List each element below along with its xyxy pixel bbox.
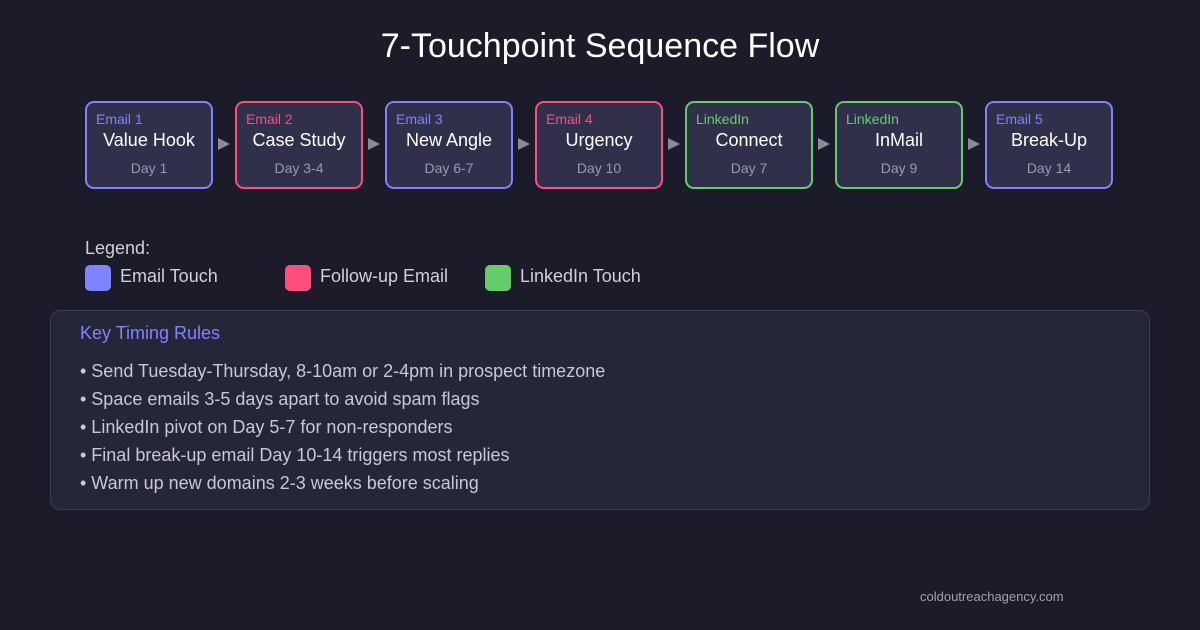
legend-title: Legend: [85,238,151,258]
legend-label: LinkedIn Touch [520,266,641,286]
step-name: Value Hook [103,130,195,150]
step-name: Connect [715,130,783,150]
step-name: Urgency [565,130,633,150]
rule-item: • Send Tuesday-Thursday, 8-10am or 2-4pm… [80,361,606,381]
step-channel-label: Email 4 [546,111,593,127]
step-channel-label: LinkedIn [696,111,749,127]
step-day: Day 14 [1026,160,1072,176]
timing-rules-panel: Key Timing Rules • Send Tuesday-Thursday… [50,310,1150,510]
step-name: New Angle [405,130,493,150]
step-day: Day 7 [730,160,768,176]
rules-list: • Send Tuesday-Thursday, 8-10am or 2-4pm… [80,357,605,497]
arrow-right-icon [518,138,530,150]
step-day: Day 6-7 [424,160,474,176]
arrow-right-icon [668,138,680,150]
step-email-1: Email 1 Value Hook Day 1 [85,101,213,189]
step-channel-label: Email 5 [996,111,1043,127]
step-linkedin-connect: LinkedIn Connect Day 7 [685,101,813,189]
arrow-right-icon [818,138,830,150]
rule-item: • Warm up new domains 2-3 weeks before s… [80,473,479,493]
legend-label: Email Touch [120,266,218,286]
legend-swatch-followup [285,265,311,291]
step-email-4: Email 4 Urgency Day 10 [535,101,663,189]
step-email-2: Email 2 Case Study Day 3-4 [235,101,363,189]
step-day: Day 10 [576,160,622,176]
rule-item: • LinkedIn pivot on Day 5-7 for non-resp… [80,417,453,437]
step-name: Break-Up [1010,130,1088,150]
rule-item: • Space emails 3-5 days apart to avoid s… [80,389,480,409]
step-day: Day 3-4 [274,160,324,176]
step-day: Day 1 [130,160,168,176]
step-name: Case Study [252,130,346,150]
page-title: 7-Touchpoint Sequence Flow [380,27,820,65]
step-channel-label: Email 1 [96,111,143,127]
legend-swatch-email [85,265,111,291]
legend-label: Follow-up Email [320,266,449,286]
legend-swatch-linkedin [485,265,511,291]
step-channel-label: Email 2 [246,111,293,127]
arrow-right-icon [368,138,380,150]
step-channel-label: Email 3 [396,111,443,127]
rules-title: Key Timing Rules [80,323,221,343]
step-channel-label: LinkedIn [846,111,899,127]
rule-item: • Final break-up email Day 10-14 trigger… [80,445,510,465]
arrow-right-icon [218,138,230,150]
footer-domain: coldoutreachagency.com [920,589,1064,604]
step-day: Day 9 [880,160,918,176]
step-email-3: Email 3 New Angle Day 6-7 [385,101,513,189]
step-linkedin-inmail: LinkedIn InMail Day 9 [835,101,963,189]
step-name: InMail [874,130,923,150]
step-email-5: Email 5 Break-Up Day 14 [985,101,1113,189]
arrow-right-icon [968,138,980,150]
